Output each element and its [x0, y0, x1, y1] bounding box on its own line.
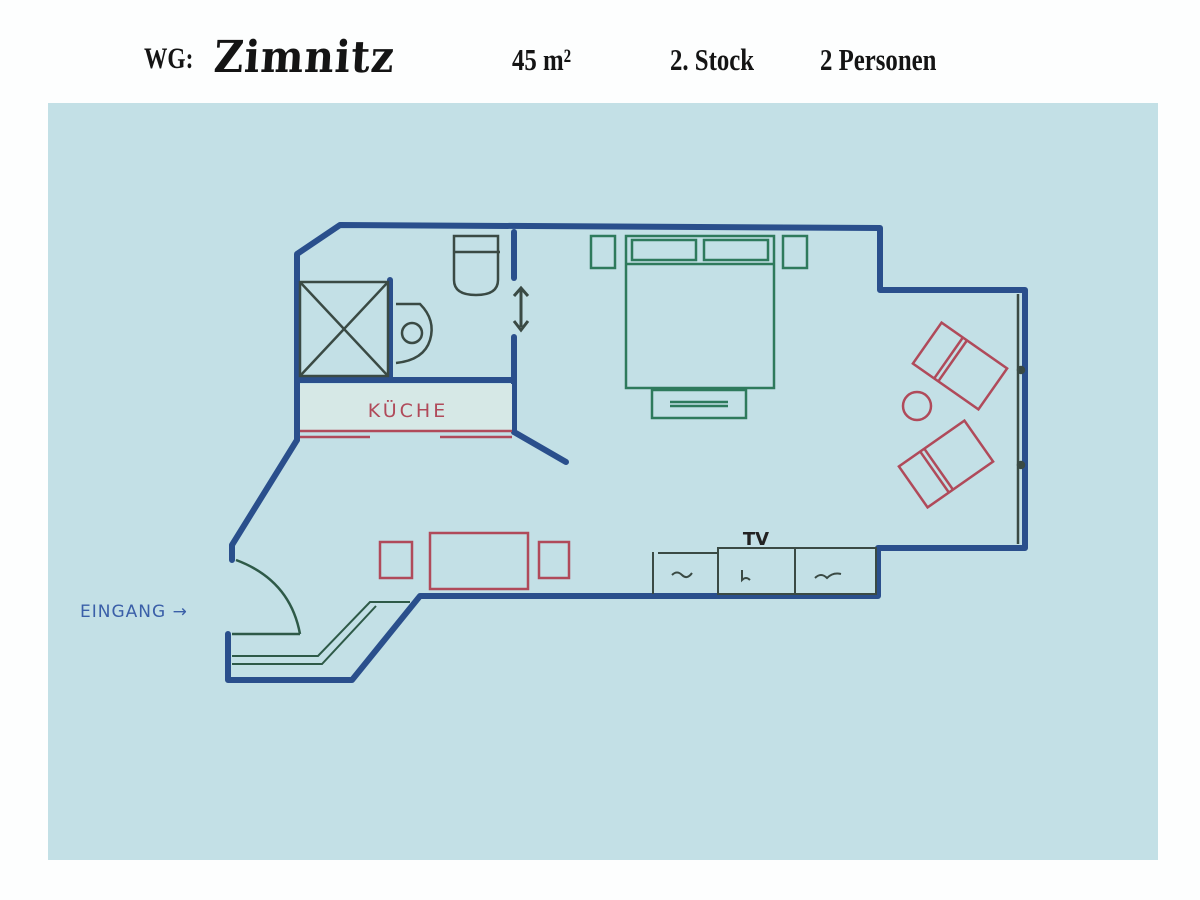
- chair-left-icon: [378, 540, 414, 580]
- bath-door-arrow-icon: [512, 285, 530, 333]
- bed-frame: [624, 234, 776, 390]
- armchair-top-icon: [911, 320, 1009, 412]
- chair-right-icon: [537, 540, 571, 580]
- dining-area: [378, 531, 571, 591]
- entrance-label: EINGANG →: [80, 602, 188, 622]
- apartment-floor: 2. Stock: [670, 42, 755, 77]
- bed-bench: [650, 388, 748, 420]
- kitchen: KÜCHE: [300, 384, 512, 439]
- tv-cabinet: TV: [652, 529, 877, 595]
- apartment-area: 45 m²: [512, 42, 572, 77]
- interior-walls: [294, 229, 569, 465]
- armchair-bottom-icon: [897, 418, 995, 510]
- entry-wardrobe: [232, 601, 410, 665]
- side-table-icon: [901, 390, 933, 422]
- shower-icon: [298, 280, 390, 378]
- tv-label: TV: [743, 529, 769, 550]
- sink-icon: [395, 302, 433, 365]
- nightstand-right: [781, 234, 809, 270]
- exterior-walls: [225, 222, 1028, 683]
- window: [1016, 294, 1026, 544]
- bed: [589, 234, 809, 420]
- apartment-persons: 2 Personen: [820, 42, 937, 77]
- nightstand-left: [589, 234, 617, 270]
- bathroom-fixtures: [298, 234, 500, 378]
- listing-header: WG: Zimnitz 45 m² 2. Stock 2 Personen: [0, 28, 1200, 98]
- kitchen-label: KÜCHE: [368, 399, 448, 422]
- entrance-door: [232, 558, 302, 636]
- toilet-icon: [452, 234, 500, 297]
- dining-table-icon: [428, 531, 530, 591]
- seating-area: [897, 320, 1009, 510]
- header-prefix: WG:: [144, 42, 194, 75]
